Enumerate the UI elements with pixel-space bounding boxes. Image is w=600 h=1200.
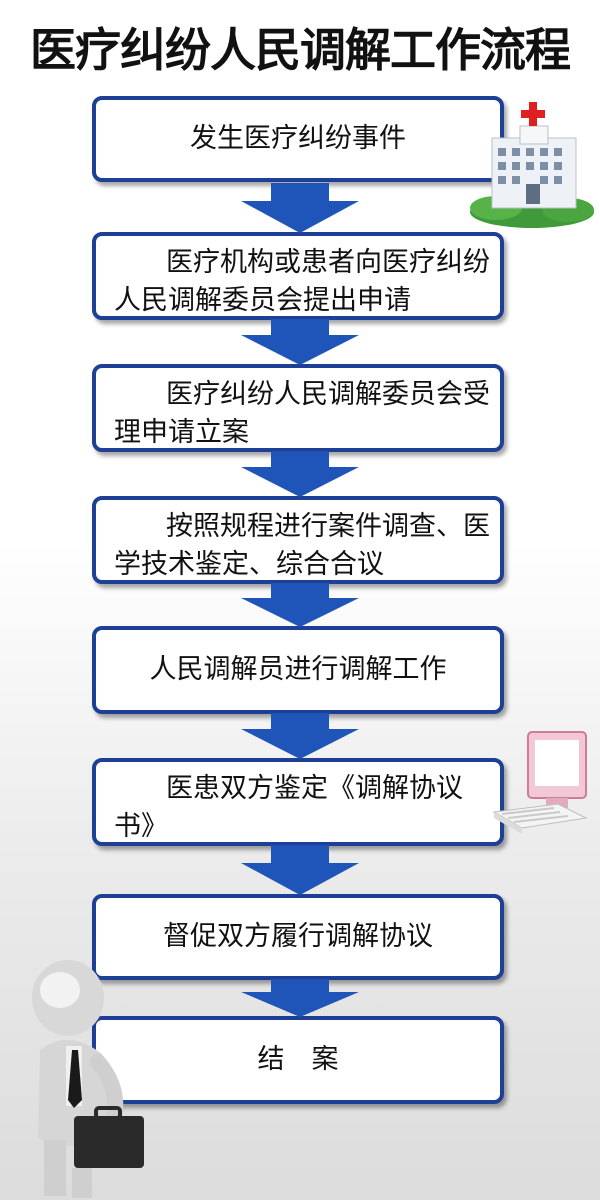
flow-step-8: 结 案 <box>92 1016 504 1104</box>
flow-step-4-text: 按照规程进行案件调查、医学技术鉴定、综合合议 <box>114 511 490 580</box>
flow-arrow-4 <box>241 583 359 627</box>
page-title: 医疗纠纷人民调解工作流程 <box>30 23 571 77</box>
flow-step-2: 医疗机构或患者向医疗纠纷人民调解委员会提出申请 <box>92 232 504 320</box>
flow-arrow-3 <box>241 451 359 497</box>
flow-step-5-text: 人民调解员进行调解工作 <box>149 654 447 685</box>
flow-step-2-text: 医疗机构或患者向医疗纠纷人民调解委员会提出申请 <box>114 247 490 316</box>
flow-step-1: 发生医疗纠纷事件 <box>92 96 504 182</box>
flow-step-6: 医患双方鉴定《调解协议书》 <box>92 758 504 846</box>
flow-step-8-text: 结 案 <box>257 1044 339 1075</box>
flow-step-6-text: 医患双方鉴定《调解协议书》 <box>114 773 463 842</box>
flow-step-3-text: 医疗纠纷人民调解委员会受理申请立案 <box>114 379 490 448</box>
flow-step-7-text: 督促双方履行调解协议 <box>163 921 433 952</box>
flow-step-4: 按照规程进行案件调查、医学技术鉴定、综合合议 <box>92 496 504 584</box>
flow-step-3: 医疗纠纷人民调解委员会受理申请立案 <box>92 364 504 452</box>
flow-step-7: 督促双方履行调解协议 <box>92 894 504 980</box>
flow-step-5: 人民调解员进行调解工作 <box>92 626 504 714</box>
flow-arrow-7 <box>241 979 359 1017</box>
businessman-figure <box>32 960 144 1198</box>
flow-arrow-6 <box>241 845 359 895</box>
flow-arrow-2 <box>241 319 359 365</box>
flow-arrow-1 <box>241 183 359 233</box>
computer-icon <box>492 731 588 834</box>
flow-step-1-text: 发生医疗纠纷事件 <box>190 123 406 154</box>
hospital-icon <box>470 102 594 228</box>
flow-arrow-5 <box>241 713 359 759</box>
